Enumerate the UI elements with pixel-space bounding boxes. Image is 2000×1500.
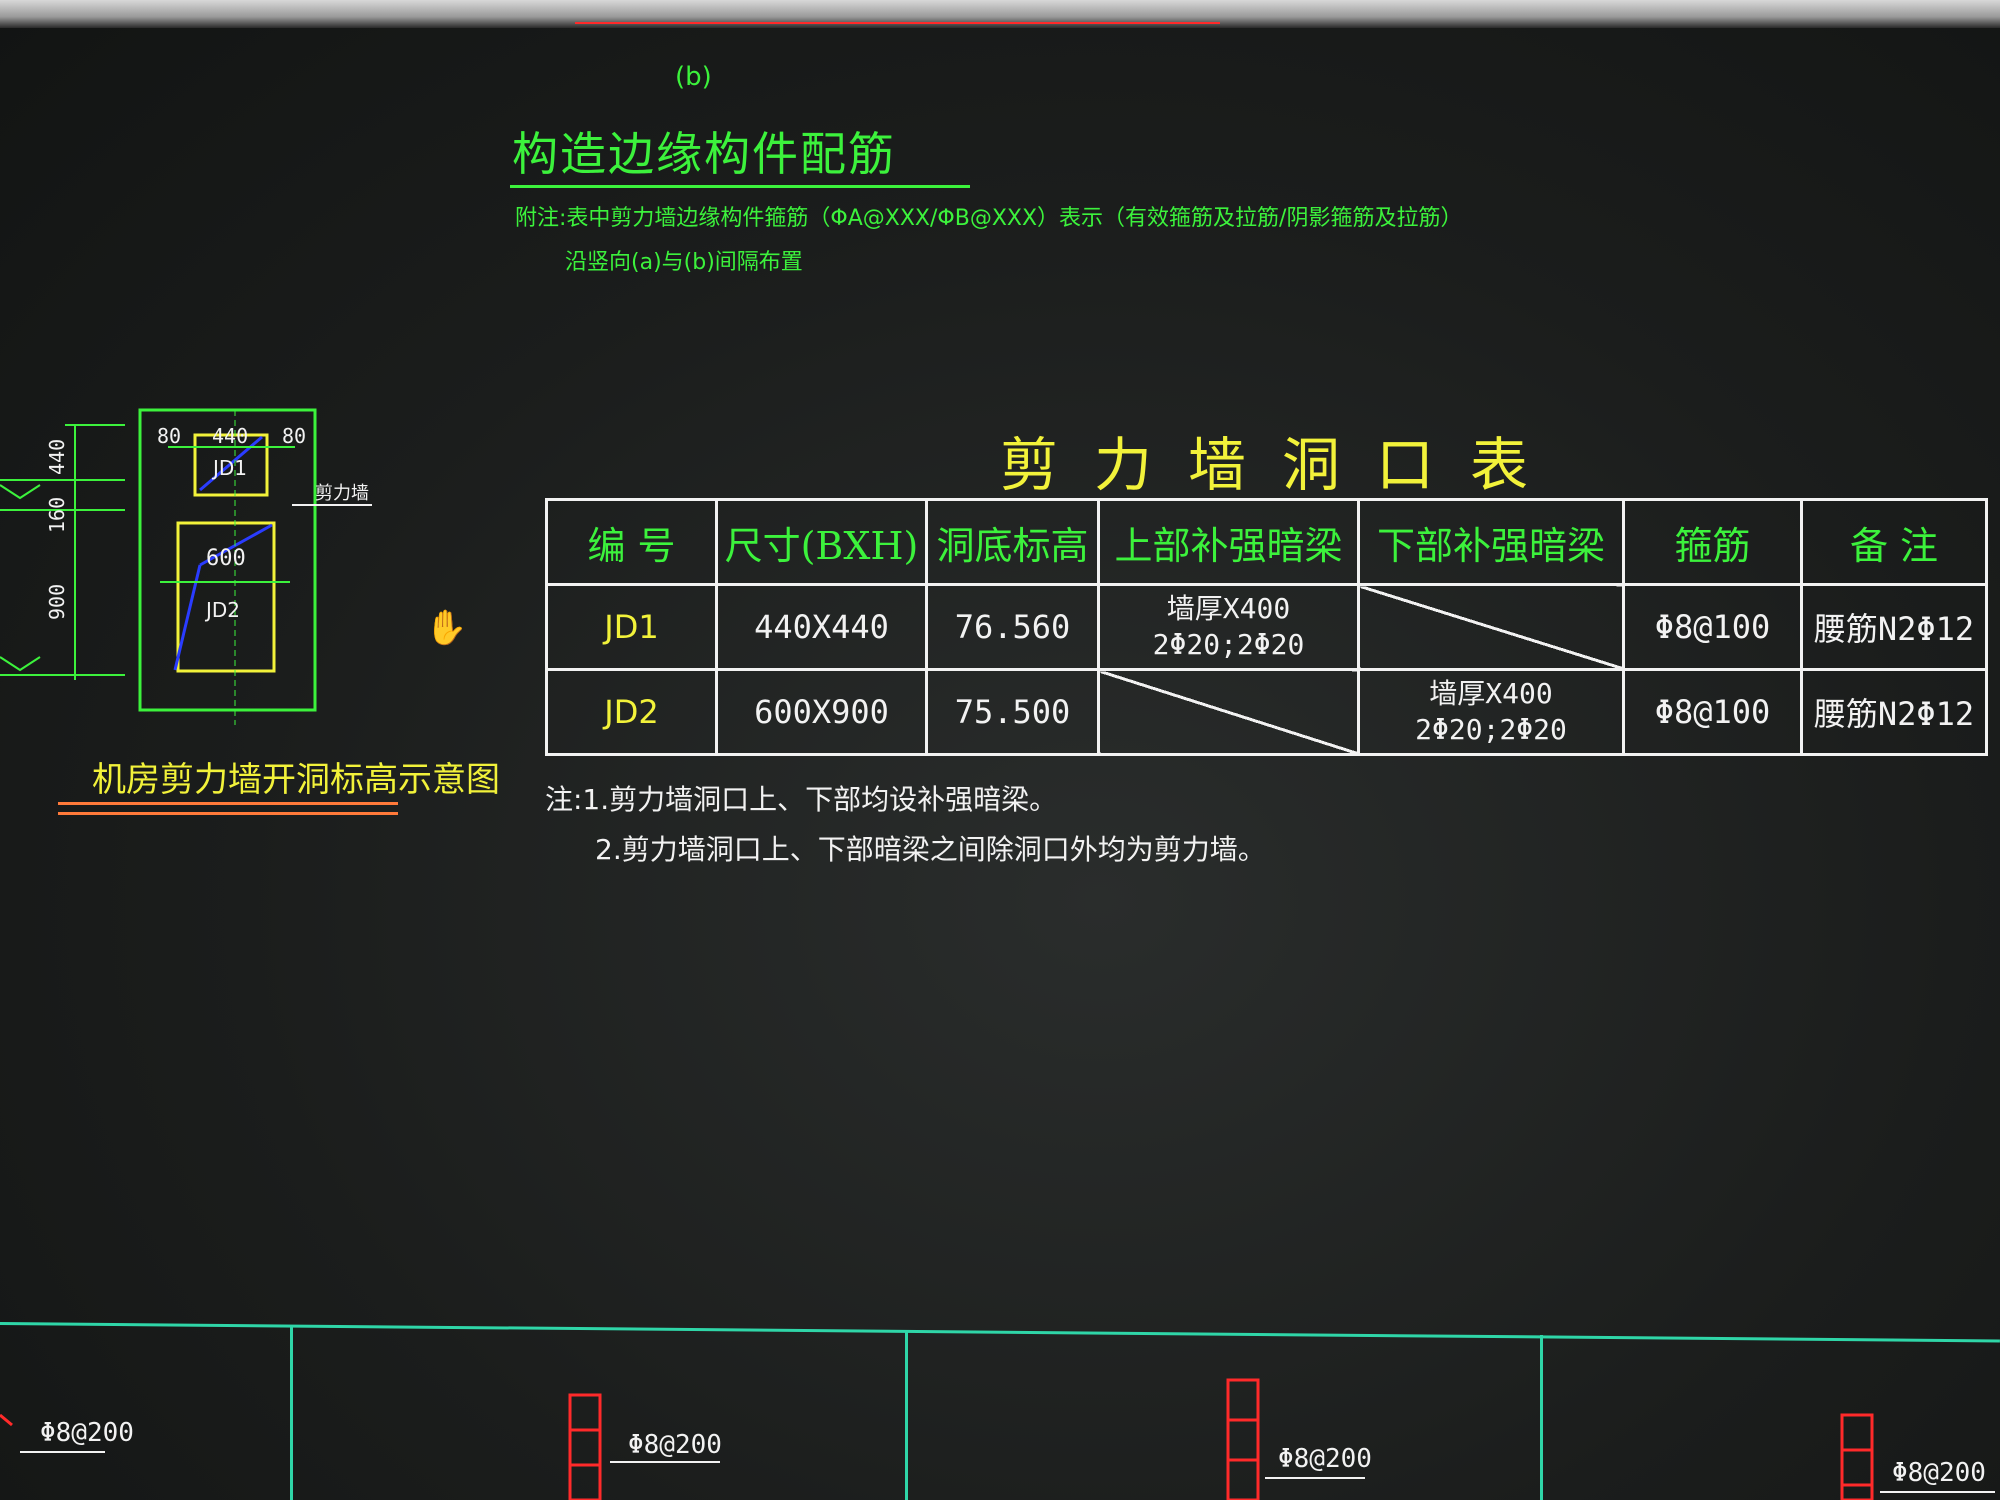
- header-stirrup: 箍筋: [1622, 498, 1803, 586]
- table-row: JD1 440X440 76.560 墙厚X400 2Φ20;2Φ20 Φ8@1…: [545, 583, 1988, 671]
- table-note-1: 注:1.剪力墙洞口上、下部均设补强暗梁。: [545, 783, 1058, 816]
- header-remark: 备 注: [1800, 498, 1988, 586]
- top-beam-line-1: 墙厚X400: [1166, 592, 1291, 625]
- bottom-detail-label-2: Φ8@200: [628, 1430, 722, 1460]
- opening-table: 编 号 尺寸(BXH) 洞底标高 上部补强暗梁 下部补强暗梁 箍筋 备 注 JD…: [545, 498, 1988, 756]
- section-b-label: (b): [675, 62, 712, 92]
- row-remark: 腰筋N2Φ12: [1800, 583, 1988, 671]
- bottom-detail-label-1: Φ8@200: [40, 1418, 134, 1448]
- wall-frame: [138, 408, 317, 712]
- row-bottom-beam-empty: [1357, 583, 1625, 671]
- row-size: 440X440: [715, 583, 928, 671]
- sheet-divider-1: [290, 1325, 293, 1500]
- top-beam-line-2: 2Φ20;2Φ20: [1152, 628, 1305, 661]
- row-id: JD1: [545, 583, 718, 671]
- wall-label: 剪力墙: [315, 483, 369, 504]
- row-remark: 腰筋N2Φ12: [1800, 668, 1988, 756]
- bottom-detail-label-4: Φ8@200: [1892, 1458, 1986, 1488]
- detail-title-underline: [510, 185, 970, 188]
- dim-top-mid: 440: [212, 424, 248, 448]
- dim-600: 600: [206, 546, 246, 571]
- dim-left-900: 900: [45, 584, 69, 620]
- bottom-beam-line-1: 墙厚X400: [1429, 677, 1553, 710]
- header-top-beam: 上部补强暗梁: [1097, 498, 1360, 586]
- bottom-rebar-details: [0, 1378, 1995, 1500]
- row-elevation: 75.500: [925, 668, 1100, 756]
- detail-note-line-1: 附注:表中剪力墙边缘构件箍筋（ΦA@XXX/ΦB@XXX）表示（有效箍筋及拉筋/…: [515, 206, 1463, 231]
- row-top-beam-empty: [1097, 668, 1360, 756]
- row-bottom-beam: 墙厚X400 2Φ20;2Φ20: [1357, 668, 1625, 756]
- table-row: JD2 600X900 75.500 墙厚X400 2Φ20;2Φ20 Φ8@1…: [545, 668, 1988, 756]
- diagram-title-underline-2: [58, 812, 398, 815]
- sheet-border-horizontal: [0, 1322, 2000, 1343]
- jd1-opening: [193, 433, 269, 497]
- bottom-detail-label-3: Φ8@200: [1278, 1444, 1372, 1474]
- dim-top-right: 80: [282, 424, 306, 448]
- pan-hand-icon: ✋: [425, 608, 468, 648]
- jd2-label: JD2: [204, 598, 240, 622]
- header-elevation: 洞底标高: [925, 498, 1100, 586]
- row-id: JD2: [545, 668, 718, 756]
- diagram-title-underline-1: [58, 802, 398, 805]
- row-top-beam: 墙厚X400 2Φ20;2Φ20: [1097, 583, 1360, 671]
- table-title: 剪力墙洞口表: [1000, 431, 1565, 499]
- row-size: 600X900: [715, 668, 928, 756]
- row-stirrup: Φ8@100: [1622, 583, 1803, 671]
- table-note-2: 2.剪力墙洞口上、下部暗梁之间除洞口外均为剪力墙。: [595, 833, 1266, 866]
- table-header-row: 编 号 尺寸(BXH) 洞底标高 上部补强暗梁 下部补强暗梁 箍筋 备 注: [545, 498, 1988, 586]
- header-id: 编 号: [545, 498, 718, 586]
- sheet-divider-3: [1540, 1335, 1543, 1500]
- detail-title: 构造边缘构件配筋: [512, 127, 896, 181]
- dim-top-left: 80: [157, 424, 181, 448]
- header-size: 尺寸(BXH): [715, 498, 928, 586]
- bottom-beam-line-2: 2Φ20;2Φ20: [1415, 713, 1567, 746]
- detail-note-line-2: 沿竖向(a)与(b)间隔布置: [565, 250, 803, 275]
- drawing-red-line: [575, 22, 1220, 24]
- diagram-title: 机房剪力墙开洞标高示意图: [92, 760, 500, 800]
- header-bottom-beam: 下部补强暗梁: [1357, 498, 1625, 586]
- row-elevation: 76.560: [925, 583, 1100, 671]
- dim-left-440: 440: [45, 439, 69, 475]
- sheet-divider-2: [905, 1330, 908, 1500]
- opening-elevation-diagram: 80 440 80 JD1 600 JD2 剪力墙 440 160 900: [0, 408, 372, 725]
- jd1-label: JD1: [211, 456, 247, 480]
- dim-left-160: 160: [45, 497, 69, 533]
- row-stirrup: Φ8@100: [1622, 668, 1803, 756]
- jd2-opening: [176, 521, 276, 673]
